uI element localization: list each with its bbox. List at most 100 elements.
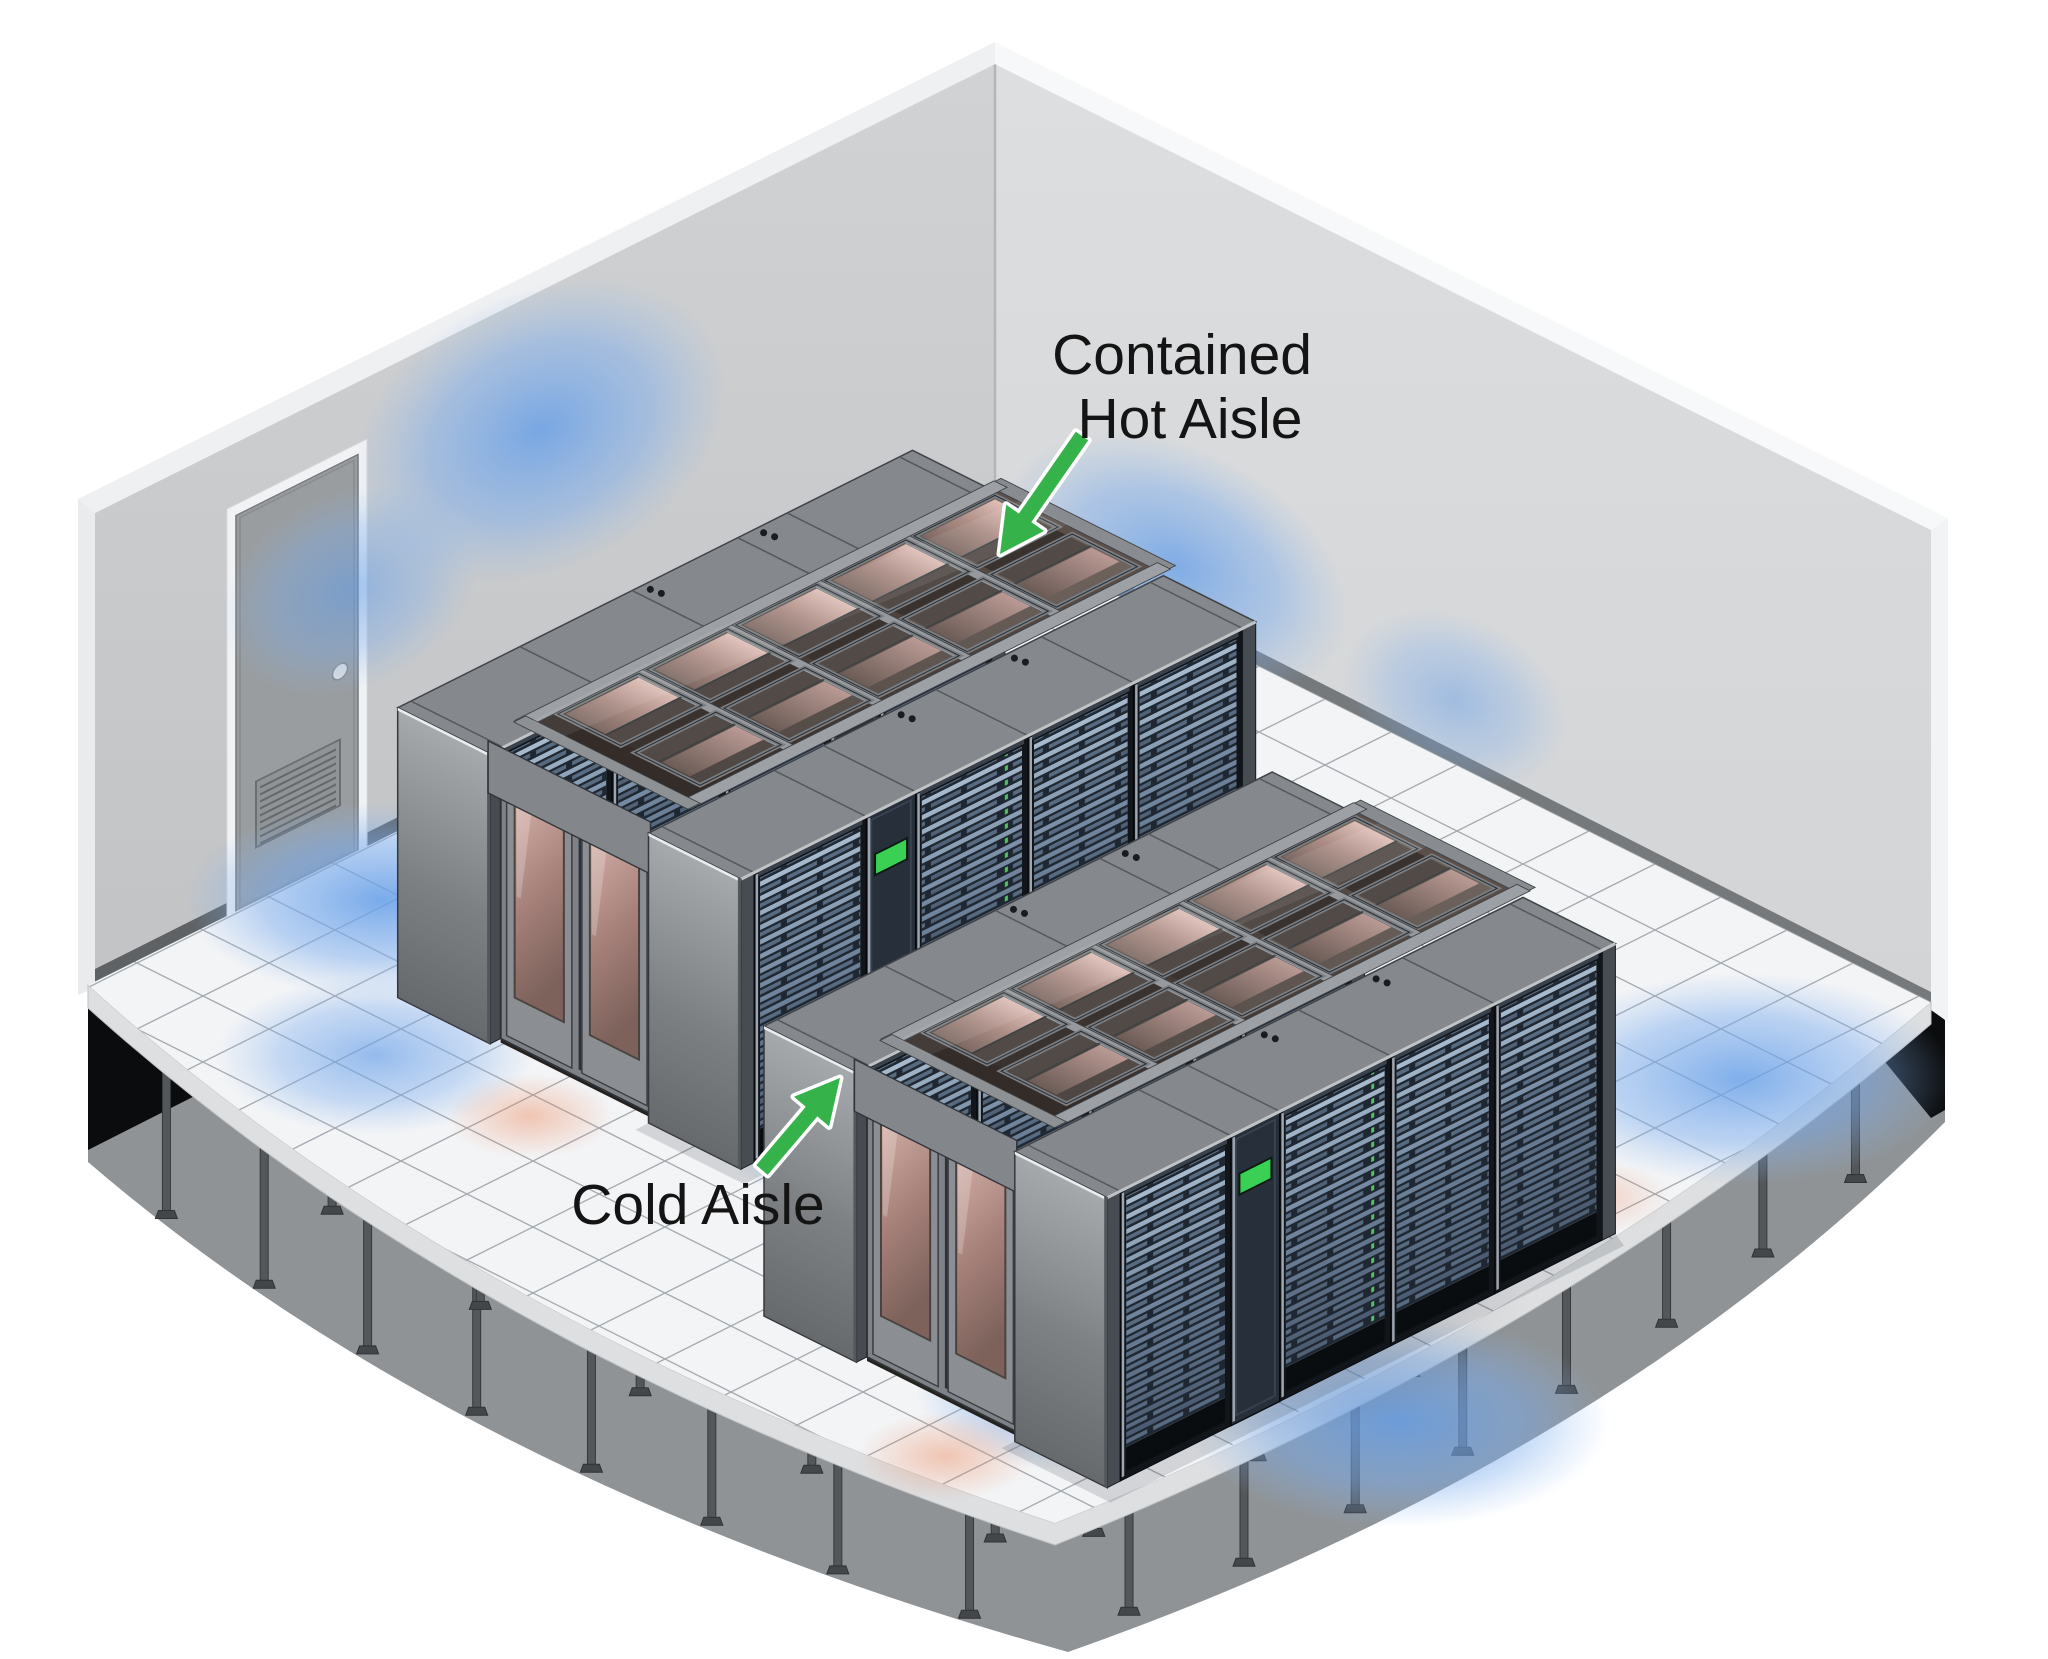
rack-top-bevel — [740, 620, 1257, 881]
shape — [1394, 1007, 1491, 1060]
mullion — [1374, 866, 1453, 906]
aisle-floor-shadow — [1061, 973, 1186, 1036]
aisle-inner-door-glass — [1195, 865, 1307, 921]
mullion — [969, 1015, 1048, 1055]
shape — [1104, 1196, 1108, 1488]
rack-top-seam — [773, 769, 867, 818]
mullion — [1057, 971, 1136, 1011]
rack-top-bevel — [1106, 942, 1617, 1200]
cold-aisle-arrow-icon — [752, 1074, 844, 1179]
hot-aisle-roof — [878, 799, 1537, 1129]
roof-window-outline — [999, 1030, 1148, 1105]
aisle-inner-door-glass — [931, 996, 1044, 1053]
led-screen — [874, 836, 909, 877]
shape — [737, 877, 741, 1170]
mullion — [1286, 910, 1365, 950]
aisle-inner-door-glass — [1018, 547, 1120, 599]
mullion — [1111, 998, 1189, 1038]
shape — [826, 1565, 850, 1575]
shape — [1500, 1212, 1597, 1284]
shape — [957, 1609, 982, 1619]
roof-window-outline — [922, 992, 1069, 1065]
aisle-floor-shadow — [963, 520, 1090, 584]
aisle-inner-door-glass — [1203, 957, 1304, 1007]
aisle-floor-shadow — [1237, 886, 1362, 949]
door-glass-sheen — [958, 1150, 975, 1255]
shape — [919, 739, 1025, 796]
shape — [252, 1279, 276, 1289]
door-glass-sheen — [516, 794, 533, 899]
mullion — [692, 652, 772, 692]
row-end-trim — [740, 871, 755, 1170]
aisle-inner-door-glass — [840, 636, 942, 688]
latch-dot — [1121, 850, 1129, 858]
aisle-inner-door-glass — [565, 677, 679, 735]
rack-top-seam — [823, 744, 917, 793]
edge-highlight — [1392, 1056, 1395, 1343]
shape — [853, 1070, 857, 1363]
aisle-inner-door-glass — [1116, 1000, 1216, 1051]
mullion — [1198, 954, 1277, 994]
shape — [1396, 1014, 1489, 1313]
aisle-inner-door-glass — [1019, 952, 1132, 1009]
front-row-end-panel — [647, 831, 742, 1171]
rack-top-seam — [1187, 1064, 1281, 1113]
floor-pedestal — [464, 1284, 489, 1416]
roof-window-outline — [1010, 948, 1156, 1021]
aisle-floor-shadow — [607, 698, 734, 762]
led-rack-inset — [1234, 1118, 1276, 1417]
server-rack-front — [1119, 1135, 1232, 1482]
shape — [1014, 1151, 1108, 1201]
edge-highlight — [1232, 1136, 1235, 1423]
vent-slat — [260, 748, 336, 789]
edge-highlight — [1496, 1004, 1499, 1291]
shape — [707, 1406, 717, 1520]
rack-top-seam — [410, 700, 504, 748]
rack-top-seam — [776, 1018, 870, 1067]
roof-window-outline — [1263, 899, 1411, 973]
aisle-floor-shadow — [874, 564, 1001, 628]
latch-dot — [1383, 979, 1391, 987]
front-row-end-panel — [1014, 1150, 1108, 1489]
shape — [1232, 1557, 1256, 1567]
edge-highlight — [1281, 1112, 1284, 1398]
aisle-floor-shadow — [1324, 842, 1450, 905]
shape — [1126, 1146, 1225, 1449]
shape — [1126, 1397, 1225, 1472]
mullion — [1023, 1042, 1102, 1082]
shape — [1032, 686, 1130, 740]
cold-aisle-label: Cold Aisle — [571, 1173, 824, 1237]
latch-dot — [897, 711, 905, 719]
shape — [764, 1026, 857, 1076]
shape — [1285, 1066, 1385, 1369]
glass-sheen — [531, 500, 1069, 737]
mullion — [781, 607, 861, 647]
shape — [1500, 961, 1597, 1261]
shape — [487, 752, 491, 1044]
annotations: Contained Hot Aisle Cold Aisle — [571, 323, 1312, 1237]
shape — [464, 1406, 489, 1416]
mullion — [657, 723, 737, 763]
aisle-inner-door-glass — [1291, 913, 1392, 964]
rack-top-seam — [1027, 1144, 1121, 1192]
server-rack-front — [1279, 1055, 1392, 1403]
rack-top-seam — [1138, 1088, 1232, 1137]
rack-top-seam — [935, 688, 1029, 737]
shape — [983, 1533, 1007, 1543]
roof-window-outline — [811, 622, 961, 697]
aisle-inner-door-glass — [751, 681, 853, 732]
shape — [1396, 1265, 1489, 1336]
roof-window-outline — [1098, 904, 1244, 977]
shape — [1751, 1248, 1775, 1258]
latch-dot — [1260, 1031, 1268, 1039]
mullion — [1145, 927, 1224, 967]
shape — [700, 1516, 724, 1526]
floor-pedestal — [700, 1406, 724, 1526]
shape — [1654, 1318, 1679, 1328]
mullion — [603, 696, 683, 737]
shape — [579, 1463, 604, 1473]
aisle-floor-shadow — [696, 654, 823, 717]
latch-dot — [1372, 975, 1380, 983]
latch-dot — [1010, 654, 1018, 662]
